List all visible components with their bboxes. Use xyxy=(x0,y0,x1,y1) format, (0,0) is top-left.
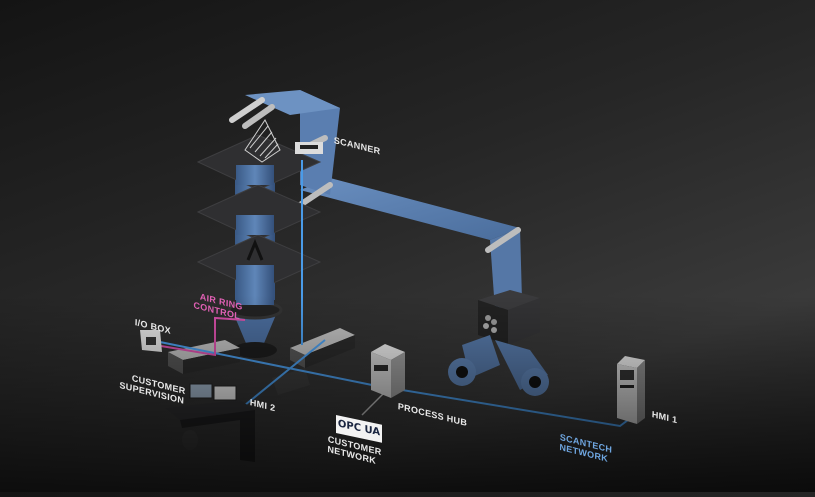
hmi1-kiosk xyxy=(617,356,645,424)
customer-network-line xyxy=(361,391,386,416)
winder-unit xyxy=(448,290,549,396)
scanner-device xyxy=(295,142,323,154)
io-box xyxy=(140,330,162,352)
process-hub-cabinet xyxy=(371,344,405,398)
